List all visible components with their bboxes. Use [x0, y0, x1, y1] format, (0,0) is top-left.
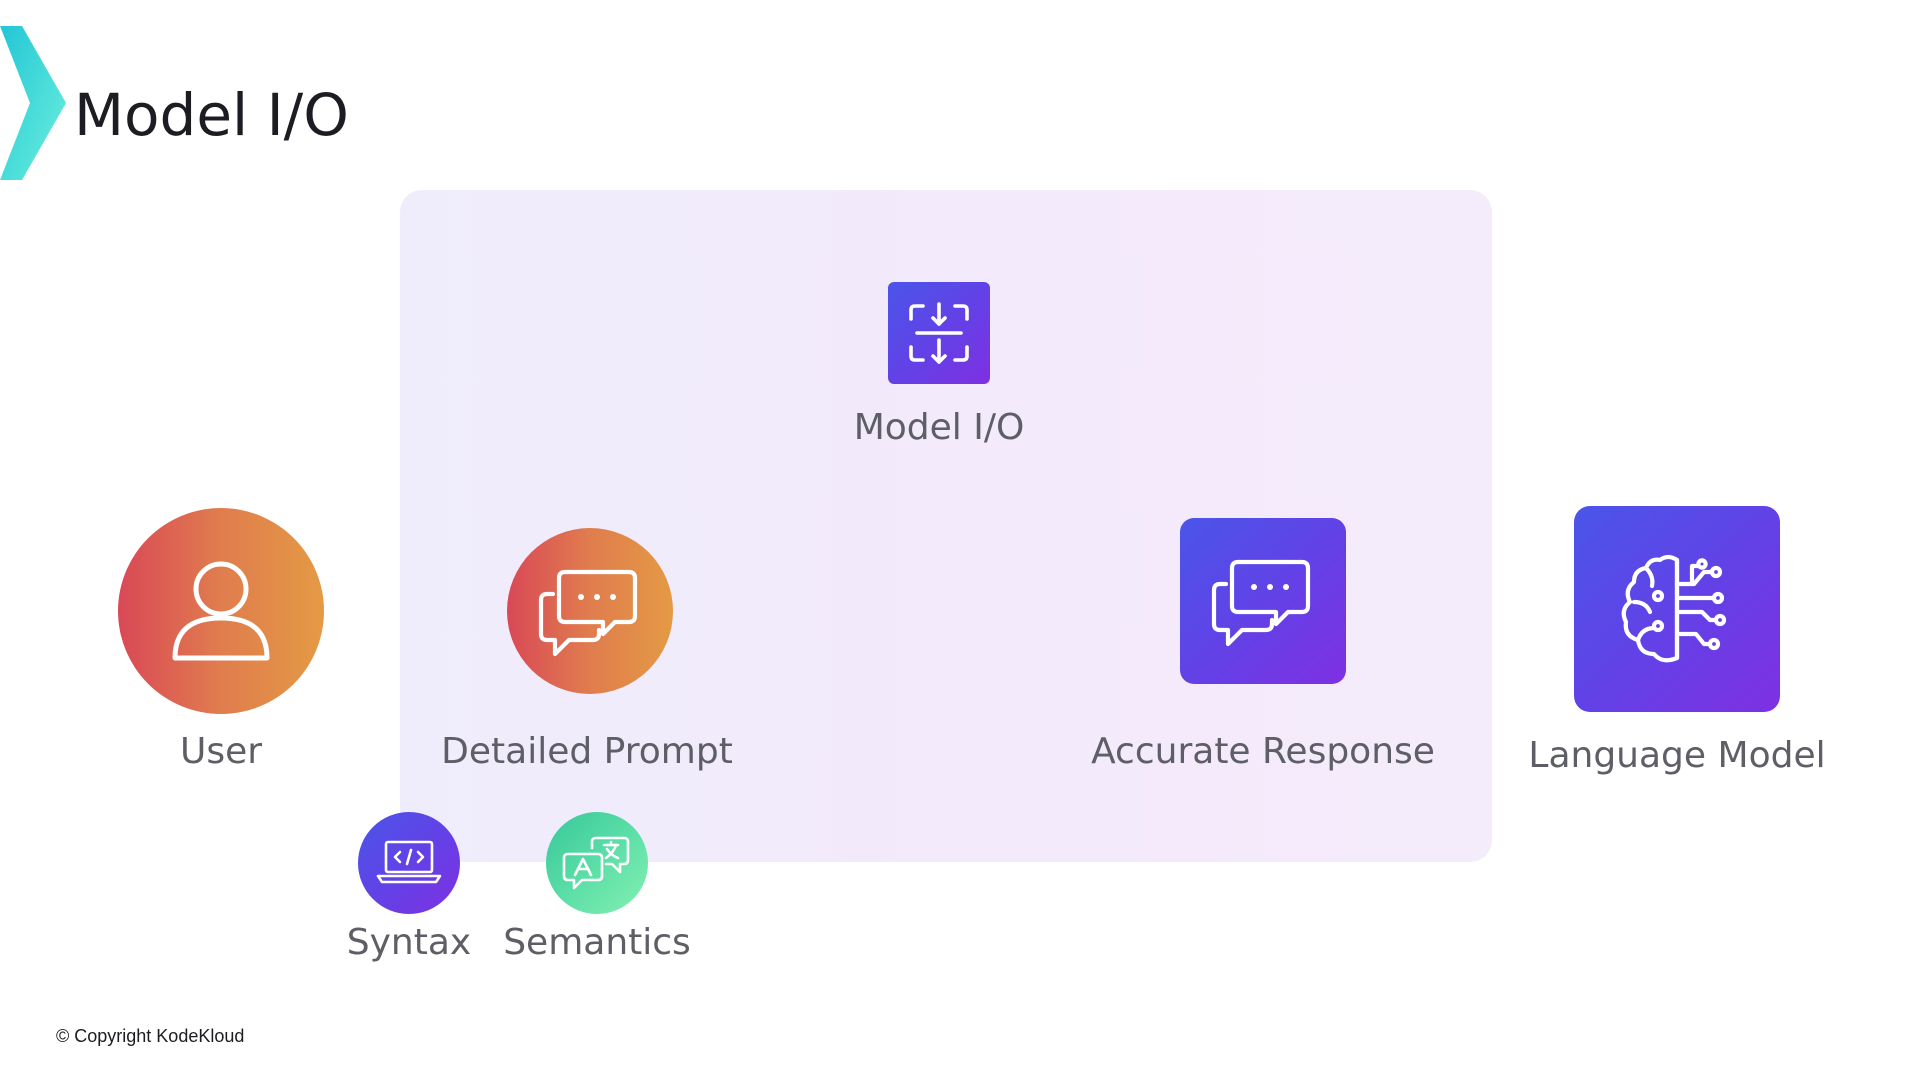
semantics-node — [546, 812, 648, 914]
syntax-label: Syntax — [346, 922, 472, 963]
detailed-prompt-node — [507, 528, 673, 694]
laptop-code-icon — [376, 840, 442, 884]
accurate-response-label: Accurate Response — [1091, 731, 1435, 772]
language-model-label: Language Model — [1528, 735, 1826, 776]
chat-bubbles-icon — [1211, 559, 1311, 647]
user-label: User — [179, 731, 263, 772]
scan-arrows-icon — [909, 302, 969, 364]
detailed-prompt-label: Detailed Prompt — [441, 731, 733, 772]
copyright-text: © Copyright KodeKloud — [56, 1026, 245, 1046]
accurate-response-node — [1180, 518, 1346, 684]
chat-bubbles-icon — [538, 569, 638, 657]
page-title: Model I/O — [74, 81, 349, 149]
language-model-node — [1574, 506, 1780, 712]
brain-circuit-icon — [1621, 554, 1727, 663]
model-io-label: Model I/O — [853, 407, 1025, 448]
translate-bubbles-icon — [562, 836, 630, 890]
kodekloud-chevron-icon — [0, 26, 66, 180]
syntax-node — [358, 812, 460, 914]
user-node — [118, 508, 324, 714]
semantics-label: Semantics — [503, 922, 691, 963]
model-io-node — [888, 282, 990, 384]
person-icon — [172, 561, 270, 661]
